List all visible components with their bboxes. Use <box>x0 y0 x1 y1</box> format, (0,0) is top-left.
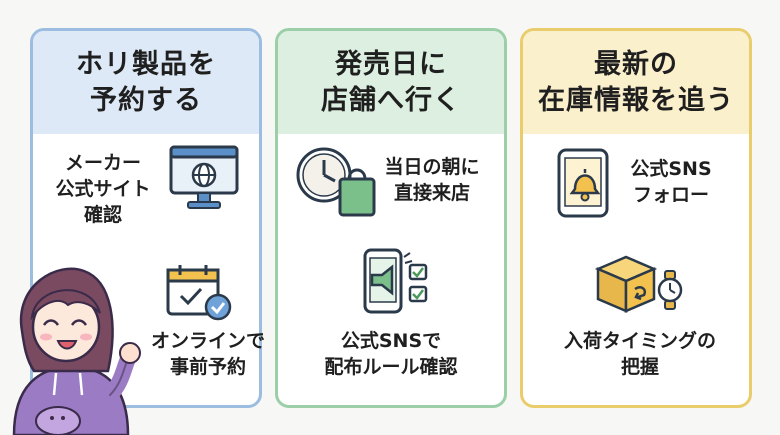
item-line: 当日の朝に <box>384 156 480 178</box>
card-title-line1: 最新の <box>594 48 678 80</box>
item-online-reservation: オンラインで 事前予約 <box>148 328 268 380</box>
card-title-line2: 店舗へ行く <box>321 84 461 116</box>
item-distribution-rules: 公式SNSで 配布ルール確認 <box>316 328 466 380</box>
card-header: 最新の 在庫情報を追う <box>523 31 749 134</box>
website-monitor-icon <box>169 145 239 209</box>
card-store: 発売日に 店舗へ行く <box>275 28 507 408</box>
card-title-line1: 発売日に <box>335 48 447 80</box>
item-line: 公式SNS <box>630 158 712 180</box>
item-sns-follow: 公式SNS フォロー <box>626 156 716 208</box>
item-line: 公式サイト <box>55 178 151 200</box>
item-restock-timing: 入荷タイミングの 把握 <box>560 328 720 380</box>
card-title-line2: 予約する <box>90 84 202 116</box>
card-header: ホリ製品を 予約する <box>33 31 259 134</box>
phone-bell-icon <box>557 148 609 218</box>
calendar-check-icon <box>166 265 232 321</box>
box-watch-icon <box>594 255 683 313</box>
item-morning-visit: 当日の朝に 直接来店 <box>380 154 484 206</box>
item-line: メーカー <box>64 152 141 174</box>
item-line: オンラインで <box>150 330 265 352</box>
card-title-line1: ホリ製品を <box>76 48 216 80</box>
card-stock-info: 最新の 在庫情報を追う <box>520 28 752 408</box>
mascot-girl-illustration <box>12 267 141 435</box>
item-line: 配布ルール確認 <box>324 356 458 378</box>
item-line: 把握 <box>620 356 659 378</box>
card-header: 発売日に 店舗へ行く <box>278 31 504 134</box>
item-line: 公式SNSで <box>340 330 442 352</box>
item-line: フォロー <box>632 184 709 206</box>
item-line: 入荷タイミングの <box>563 330 716 352</box>
card-title-line2: 在庫情報を追う <box>538 84 734 116</box>
item-line: 直接来店 <box>393 182 470 204</box>
item-line: 確認 <box>83 204 122 226</box>
item-manufacturer-site: メーカー 公式サイト 確認 <box>44 150 162 228</box>
clock-shopping-bag-icon <box>296 147 376 217</box>
phone-megaphone-icon <box>363 248 428 314</box>
item-line: 事前予約 <box>169 356 246 378</box>
